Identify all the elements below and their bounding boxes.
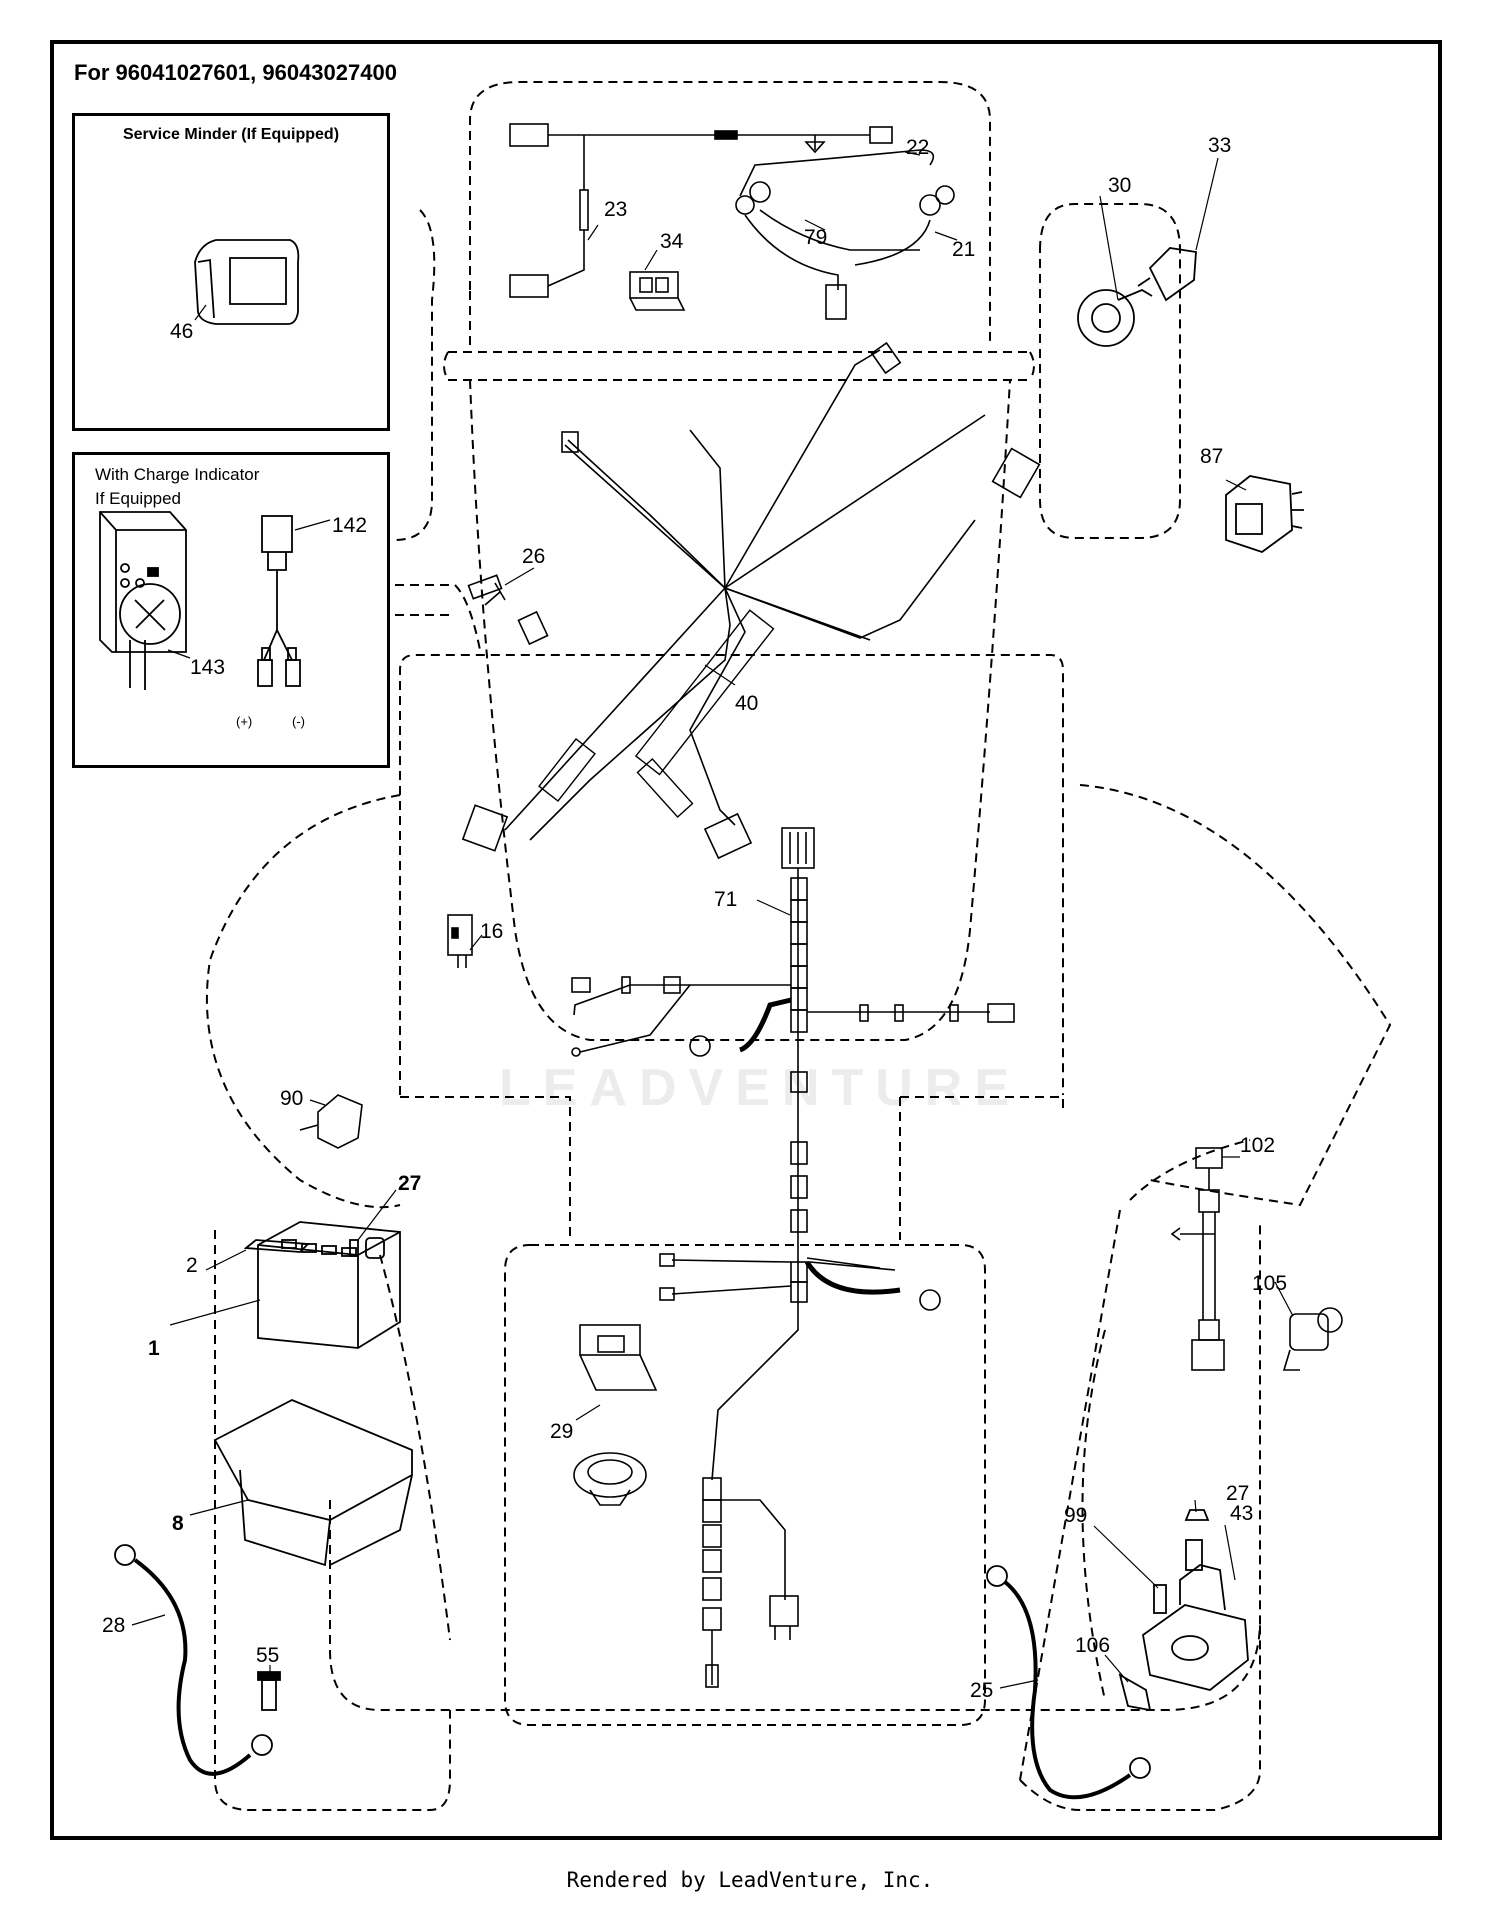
charge-indicator-title-line2: If Equipped — [95, 489, 182, 508]
model-title: For 96041027601, 96043027400 — [74, 60, 397, 85]
callout-27-bottom: 27 — [1226, 1482, 1249, 1505]
callout-22: 22 — [906, 136, 929, 159]
callout-106: 106 — [1075, 1634, 1110, 1657]
footer-credit: Rendered by LeadVenture, Inc. — [566, 1868, 934, 1892]
callout-79: 79 — [804, 226, 827, 249]
callout-8: 8 — [172, 1512, 184, 1535]
callout-29: 29 — [550, 1420, 573, 1443]
callout-28: 28 — [102, 1614, 125, 1637]
callout-99: 99 — [1064, 1504, 1087, 1527]
callout-34: 34 — [660, 230, 684, 253]
callout-90: 90 — [280, 1087, 303, 1110]
callout-55: 55 — [256, 1644, 279, 1667]
callout-30: 30 — [1108, 174, 1131, 197]
leader-lines — [131, 151, 1294, 1689]
callout-71: 71 — [714, 888, 737, 911]
charge-indicator-inset: With Charge Indicator If Equipped — [72, 452, 390, 768]
callout-1: 1 — [148, 1337, 160, 1360]
components — [99, 239, 1304, 1800]
callout-27-top: 27 — [398, 1172, 421, 1195]
callout-43: 43 — [1230, 1502, 1253, 1525]
callout-21: 21 — [952, 238, 975, 261]
callout-87: 87 — [1200, 445, 1223, 468]
callout-23: 23 — [604, 198, 627, 221]
callout-105: 105 — [1252, 1272, 1287, 1295]
wiring-harness-lower — [571, 827, 1343, 1688]
callout-46: 46 — [170, 320, 193, 343]
charge-indicator-minus-label: (-) — [292, 714, 305, 729]
callout-16: 16 — [480, 920, 503, 943]
callout-25: 25 — [970, 1679, 993, 1702]
callout-labels: 1 2 8 16 21 22 23 25 26 27 27 28 29 30 3… — [102, 134, 1287, 1702]
callout-40: 40 — [735, 692, 758, 715]
watermark: LEADVENTURE — [498, 1059, 1022, 1117]
diagram-frame — [50, 40, 1442, 1840]
callout-142: 142 — [332, 514, 367, 537]
charge-indicator-plus-label: (+) — [236, 714, 252, 729]
callout-2: 2 — [186, 1254, 198, 1277]
service-minder-inset: Service Minder (If Equipped) — [72, 113, 390, 431]
callout-26: 26 — [522, 545, 545, 568]
callout-33: 33 — [1208, 134, 1231, 157]
wiring-harness-upper — [299, 123, 1041, 1149]
charge-indicator-title-line1: With Charge Indicator — [95, 465, 260, 484]
service-minder-title: Service Minder (If Equipped) — [122, 126, 340, 143]
callout-102: 102 — [1240, 1134, 1275, 1157]
callout-143: 143 — [190, 656, 225, 679]
